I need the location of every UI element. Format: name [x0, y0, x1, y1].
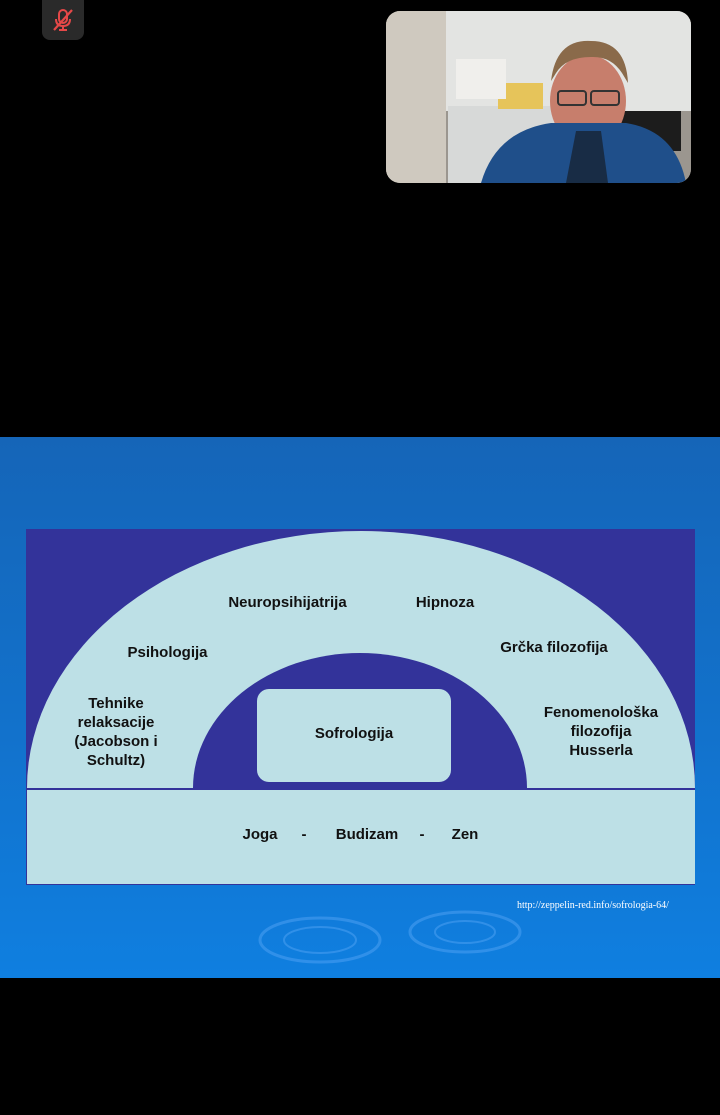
participant-video-frame [386, 11, 691, 183]
label-sofrologija: Sofrologija [314, 725, 394, 742]
label-neuropsihijatrija: Neuropsihijatrija [228, 594, 347, 611]
label-dash-1: - [301, 826, 307, 843]
label-budizam: Budizam [335, 826, 399, 843]
label-dash-2: - [419, 826, 425, 843]
mute-microphone-button[interactable] [42, 0, 84, 40]
participant-video-tile[interactable] [386, 11, 691, 183]
label-hipnoza: Hipnoza [415, 594, 475, 611]
label-joga: Joga [242, 826, 278, 843]
label-zen: Zen [451, 826, 479, 843]
label-tehnike-relaksacije: Tehnike relaksacije (Jacobson i Schultz) [74, 695, 158, 769]
label-psihologija: Psihologija [127, 644, 208, 661]
label-grcka-filozofija: Grčka filozofija [500, 639, 608, 656]
decorative-swirl-graphic [258, 910, 522, 964]
microphone-muted-icon [53, 9, 73, 31]
shared-slide: Neuropsihijatrija Hipnoza Psihologija Gr… [0, 437, 720, 978]
source-url: http://zeppelin-red.info/sofrologia-64/ [517, 900, 669, 911]
label-fenomenoloska-filozofija: Fenomenološka filozofija Husserla [543, 704, 659, 759]
sofrologija-diagram [26, 529, 695, 885]
